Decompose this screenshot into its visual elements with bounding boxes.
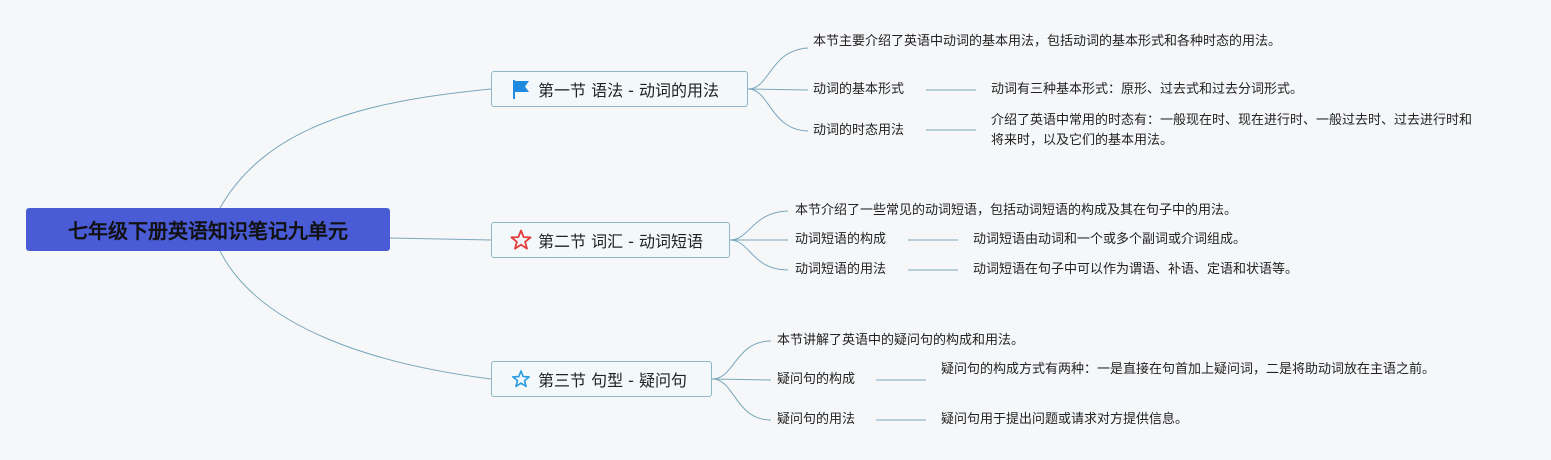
root-topic[interactable]: 七年级下册英语知识笔记九单元 xyxy=(26,208,390,251)
section-2-item-1-label: 动词短语的构成 xyxy=(795,232,887,247)
red-star-icon xyxy=(510,229,532,251)
section-1-item-2-detail: 介绍了英语中常用的时态有：一般现在时、现在进行时、一般过去时、过去进行时和将来时… xyxy=(991,113,1473,148)
link-s3-item1 xyxy=(711,378,772,381)
section-2-summary: 本节介绍了一些常见的动词短语，包括动词短语的构成及其在句子中的用法。 xyxy=(795,203,1238,218)
section-1-item-2-label: 动词的时态用法 xyxy=(813,123,905,138)
link-s3-item2 xyxy=(711,378,772,421)
section-2-title: 第二节 词汇 - 动词短语 xyxy=(538,232,704,251)
section-1-item-1-label: 动词的基本形式 xyxy=(813,82,905,97)
section-2-item-2-label: 动词短语的用法 xyxy=(795,262,887,277)
link-root-section-1 xyxy=(219,88,492,209)
root-title: 七年级下册英语知识笔记九单元 xyxy=(68,219,348,243)
flag-icon xyxy=(510,78,532,100)
link-s2-item2 xyxy=(729,239,789,271)
link-s3-summary xyxy=(711,340,772,380)
section-3-topic[interactable]: 第三节 句型 - 疑问句 xyxy=(491,361,712,397)
link-root-section-2 xyxy=(389,237,492,241)
section-1-topic[interactable]: 第一节 语法 - 动词的用法 xyxy=(491,71,748,107)
link-root-section-3 xyxy=(219,250,492,380)
section-2-topic[interactable]: 第二节 词汇 - 动词短语 xyxy=(491,222,730,258)
link-s2-summary xyxy=(729,210,789,241)
link-s1-summary xyxy=(747,47,809,90)
section-3-item-1-label: 疑问句的构成 xyxy=(777,372,856,387)
section-1-title: 第一节 语法 - 动词的用法 xyxy=(538,81,720,100)
section-2-item-2-detail: 动词短语在句子中可以作为谓语、补语、定语和状语等。 xyxy=(973,262,1299,277)
section-2-item-1-detail: 动词短语由动词和一个或多个副词或介词组成。 xyxy=(973,232,1247,247)
section-3-title: 第三节 句型 - 疑问句 xyxy=(538,371,688,390)
blue-star-icon xyxy=(510,368,532,390)
link-s1-item2 xyxy=(747,88,809,132)
section-1-item-1-detail: 动词有三种基本形式：原形、过去式和过去分词形式。 xyxy=(991,82,1304,97)
section-1-summary: 本节主要介绍了英语中动词的基本用法，包括动词的基本形式和各种时态的用法。 xyxy=(813,34,1282,49)
section-3-item-1-detail: 疑问句的构成方式有两种：一是直接在句首加上疑问词，二是将助动词放在主语之前。 xyxy=(941,362,1436,377)
section-3-summary: 本节讲解了英语中的疑问句的构成和用法。 xyxy=(777,333,1025,348)
link-s1-item1 xyxy=(747,88,809,91)
section-3-item-2-label: 疑问句的用法 xyxy=(777,412,856,427)
section-3-item-2-detail: 疑问句用于提出问题或请求对方提供信息。 xyxy=(941,412,1189,427)
